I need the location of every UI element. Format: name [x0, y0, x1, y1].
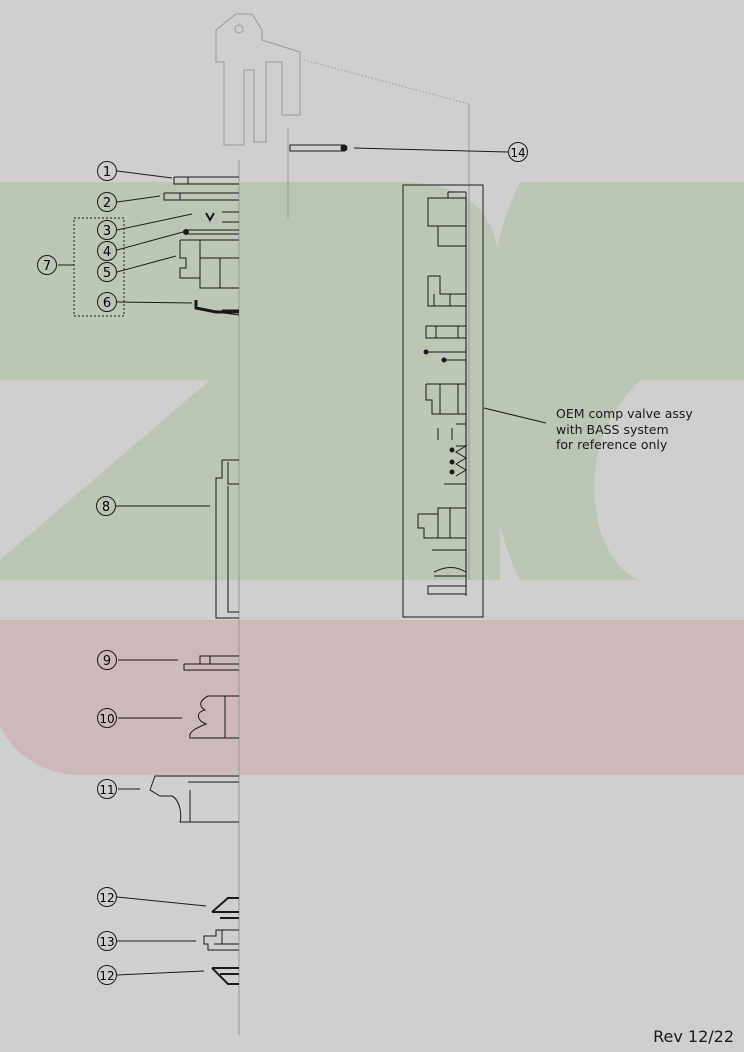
callout-12-top: 12 [97, 887, 117, 907]
callout-14: 14 [508, 142, 528, 162]
reference-note-line-3: for reference only [556, 437, 668, 452]
reference-note-line-2: with BASS system [556, 421, 669, 437]
svg-text:7: 7 [43, 259, 51, 274]
svg-text:1: 1 [103, 165, 111, 180]
svg-text:9: 9 [103, 654, 111, 669]
svg-text:5: 5 [103, 266, 111, 281]
callout-1: 1 [97, 161, 117, 181]
callout-11: 11 [97, 779, 117, 799]
svg-text:6: 6 [103, 296, 111, 311]
parts-stack [149, 176, 240, 985]
callout-bubbles: 1 2 3 4 5 6 7 8 [37, 142, 528, 985]
callout-2: 2 [97, 192, 117, 212]
callout-9: 9 [97, 650, 117, 670]
svg-text:2: 2 [103, 196, 111, 211]
callout-3: 3 [97, 220, 117, 240]
part-14-rod [289, 144, 348, 152]
revision-label: Rev 12/22 [653, 1027, 734, 1046]
callout-4: 4 [97, 241, 117, 261]
callout-5: 5 [97, 262, 117, 282]
eyelet-shaft-outline [215, 13, 470, 580]
reference-note-line-1: OEM comp valve assy [556, 406, 693, 421]
callout-8: 8 [96, 496, 116, 516]
svg-text:10: 10 [99, 712, 114, 726]
svg-text:3: 3 [103, 224, 111, 239]
reference-note: OEM comp valve assy with BASS system for… [556, 406, 736, 453]
svg-text:13: 13 [99, 935, 114, 949]
callout-12-bottom: 12 [97, 965, 117, 985]
svg-text:8: 8 [102, 500, 110, 515]
svg-text:12: 12 [99, 891, 114, 905]
callout-7: 7 [37, 255, 57, 275]
callout-13: 13 [97, 931, 117, 951]
group-7-box [73, 217, 125, 317]
svg-text:14: 14 [510, 146, 525, 160]
leader-lines [58, 147, 547, 976]
svg-text:12: 12 [99, 969, 114, 983]
svg-text:4: 4 [103, 245, 111, 260]
callout-10: 10 [97, 708, 117, 728]
reference-assembly [402, 184, 484, 618]
callout-6: 6 [97, 292, 117, 312]
svg-text:11: 11 [99, 783, 114, 797]
